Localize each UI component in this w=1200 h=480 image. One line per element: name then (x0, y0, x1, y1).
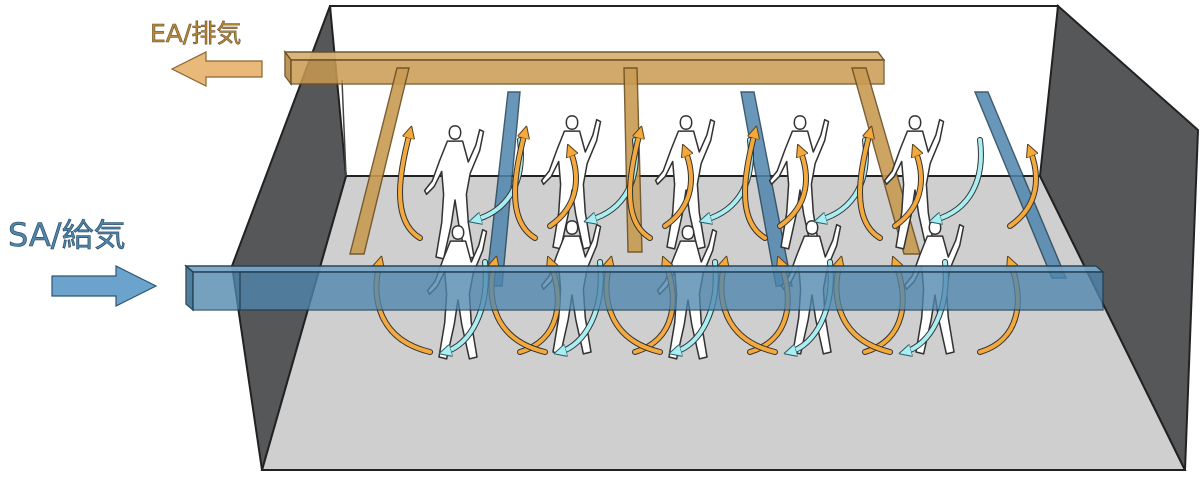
left-wall (230, 5, 348, 471)
orange-airflow-arrow-icon (663, 150, 691, 228)
supply-label: SA/給気 (8, 216, 126, 254)
supply-label-group: SA/給気 (8, 216, 158, 307)
orange-airflow-arrow-icon (628, 132, 652, 240)
back-wall-divider (341, 79, 347, 177)
exhaust-branch (349, 67, 410, 255)
orange-airflow-arrow-icon (778, 150, 806, 228)
supply-main-duct (184, 264, 1105, 312)
exhaust-direction-arrow-icon (170, 51, 263, 87)
exhaust-main-duct (283, 49, 886, 87)
floor (260, 175, 1187, 471)
exhaust-label-group: EA/排気 (150, 19, 263, 87)
orange-airflow-arrow-icon (858, 132, 882, 240)
orange-airflow-arrow-icon (398, 132, 422, 240)
exhaust-label: EA/排気 (150, 19, 241, 48)
supply-direction-arrow-icon (51, 265, 158, 307)
orange-airflow-arrow-icon (548, 150, 576, 228)
orange-airflow-arrow-icon (513, 132, 537, 240)
orange-airflow-arrow-icon (743, 132, 767, 240)
cyan-airflow-arrow-icon (935, 138, 983, 220)
right-wall (1038, 3, 1200, 471)
orange-airflow-arrow-icon (1008, 150, 1036, 228)
orange-airflow-arrow-icon (893, 150, 921, 228)
